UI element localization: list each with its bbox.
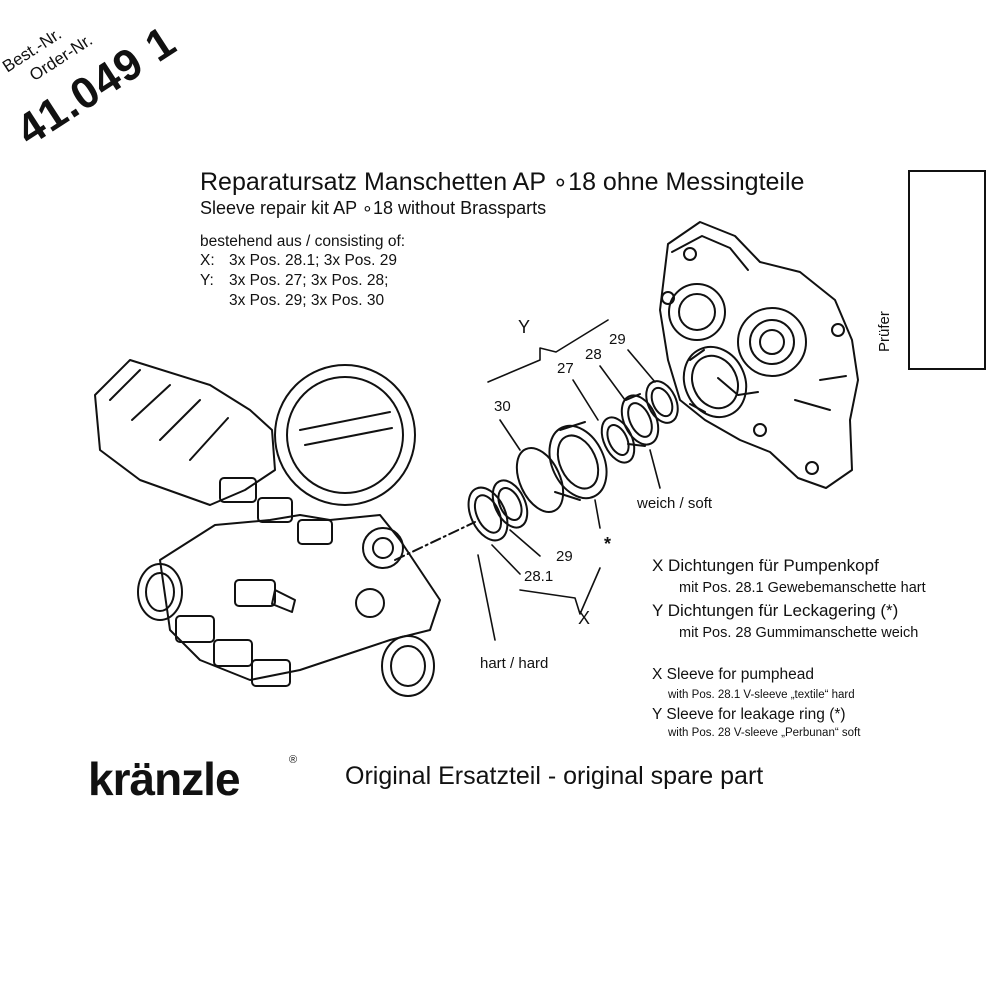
pump-sleeve-drawing	[682, 345, 748, 419]
title-german: Reparatursatz Manschetten AP ∘18 ohne Me…	[200, 168, 805, 196]
legend-x-english: X Sleeve for pumphead	[652, 666, 814, 683]
seal-ring-27	[600, 416, 636, 464]
contents-heading: bestehend aus / consisting of:	[200, 233, 406, 250]
callout-pos-27: 27	[557, 360, 574, 377]
callout-soft: weich / soft	[637, 495, 713, 512]
contents-x-text: 3x Pos. 28.1; 3x Pos. 29	[229, 252, 398, 269]
legend-x-german-sub: mit Pos. 28.1 Gewebemanschette hart	[679, 580, 926, 596]
contents-x-label: X:	[200, 252, 215, 269]
callout-pos-29-bottom: 29	[556, 548, 573, 565]
callout-group-x: X	[578, 608, 591, 628]
kranzle-logo: kränzle	[88, 753, 241, 805]
callout-pos-28: 28	[585, 346, 602, 363]
seal-ring-29-bottom	[491, 479, 529, 529]
seal-ring-29-top	[645, 380, 679, 424]
pump-head-drawing	[659, 221, 859, 489]
leader-lines	[477, 319, 661, 641]
contents-y-text-2: 3x Pos. 29; 3x Pos. 30	[229, 292, 385, 309]
contents-y-label: Y:	[200, 272, 214, 289]
legend-y-german: Y Dichtungen für Leckagering (*)	[652, 601, 899, 620]
title-english: Sleeve repair kit AP ∘18 without Brasspa…	[200, 198, 547, 218]
footer-spare-part-text: Original Ersatzteil - original spare par…	[345, 762, 764, 790]
seal-ring-28-1	[467, 486, 509, 542]
inspector-box	[908, 170, 986, 370]
legend-x-german: X Dichtungen für Pumpenkopf	[652, 556, 879, 575]
callout-pos-28-1: 28.1	[524, 568, 554, 585]
seal-ring-28	[620, 393, 660, 447]
pump-body-drawing	[94, 359, 441, 697]
contents-y-text-1: 3x Pos. 27; 3x Pos. 28;	[229, 272, 389, 289]
legend-y-english: Y Sleeve for leakage ring (*)	[652, 706, 846, 723]
callout-group-y: Y	[518, 317, 531, 337]
callout-pos-30: 30	[494, 398, 511, 415]
legend-y-german-sub: mit Pos. 28 Gummimanschette weich	[679, 625, 919, 641]
registered-mark: ®	[289, 754, 298, 766]
seal-ring-30	[515, 447, 565, 513]
callout-star: *	[604, 534, 612, 554]
legend-y-english-sub: with Pos. 28 V-sleeve „Perbunan“ soft	[668, 727, 861, 739]
legend-x-english-sub: with Pos. 28.1 V-sleeve „textile“ hard	[668, 689, 855, 701]
callout-hard: hart / hard	[480, 655, 549, 672]
seal-ring-star	[548, 421, 608, 501]
callout-pos-29-top: 29	[609, 331, 626, 348]
